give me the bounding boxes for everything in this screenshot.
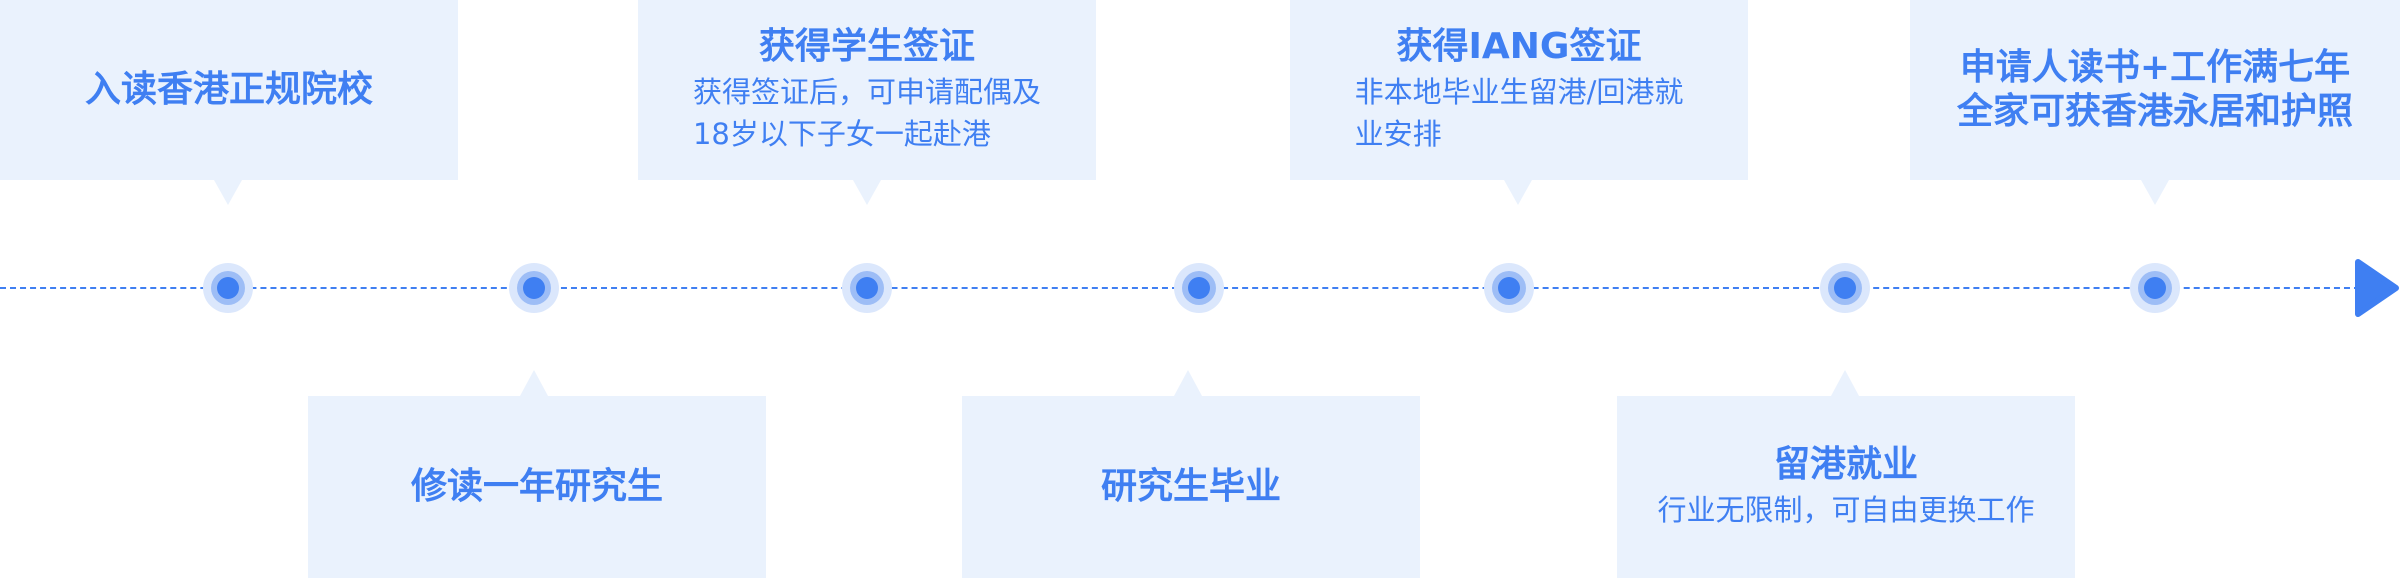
timeline-node-5: [1484, 263, 1534, 313]
step-card-7: 申请人读书+工作满七年 全家可获香港永居和护照: [1910, 0, 2400, 180]
step-title: 入读香港正规院校: [84, 69, 373, 110]
step-card-5: 获得IANG签证 非本地毕业生留港/回港就 业安排: [1290, 0, 1748, 180]
step-title-line: 全家可获香港永居和护照: [1956, 91, 2353, 132]
step-title: 修读一年研究生: [410, 466, 663, 507]
step-description-line: 非本地毕业生留港/回港就: [1354, 75, 1684, 109]
step-card-4: 研究生毕业: [962, 396, 1420, 578]
card-pointer: [853, 180, 881, 205]
card-pointer: [2141, 180, 2169, 205]
step-description-line: 获得签证后，可申请配偶及: [692, 75, 1041, 109]
step-title-line: 申请人读书+工作满七年: [1959, 47, 2351, 88]
card-pointer: [1174, 370, 1202, 396]
timeline-node-1: [203, 263, 253, 313]
step-description: 行业无限制，可自由更换工作: [1657, 493, 2035, 527]
card-pointer: [1504, 180, 1532, 205]
step-card-1: 入读香港正规院校: [0, 0, 458, 180]
card-pointer: [1831, 370, 1859, 396]
step-description-line: 业安排: [1354, 117, 1442, 151]
timeline-node-3: [842, 263, 892, 313]
timeline-node-6: [1820, 263, 1870, 313]
step-card-6: 留港就业 行业无限制，可自由更换工作: [1617, 396, 2075, 578]
timeline-arrow-icon: [2355, 259, 2399, 317]
timeline-node-2: [509, 263, 559, 313]
card-pointer: [214, 180, 242, 205]
card-pointer: [520, 370, 548, 396]
step-description-line: 18岁以下子女一起赴港: [692, 117, 991, 151]
timeline-node-7: [2130, 263, 2180, 313]
step-description: 获得签证后，可申请配偶及 18岁以下子女一起赴港: [693, 71, 1041, 155]
step-title: 留港就业: [1773, 444, 1918, 485]
step-title: 获得IANG签证: [1396, 26, 1642, 67]
step-card-3: 获得学生签证 获得签证后，可申请配偶及 18岁以下子女一起赴港: [638, 0, 1096, 180]
step-title: 获得学生签证: [758, 26, 975, 67]
step-card-2: 修读一年研究生: [308, 396, 766, 578]
step-title: 研究生毕业: [1100, 466, 1281, 507]
step-description: 非本地毕业生留港/回港就 业安排: [1355, 71, 1684, 155]
timeline-node-4: [1174, 263, 1224, 313]
